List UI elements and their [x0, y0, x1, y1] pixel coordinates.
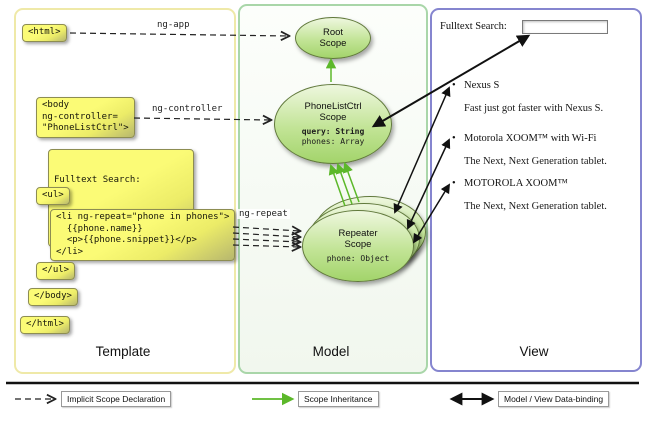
phonelistctrl-scope-label: PhoneListCtrl Scope	[304, 101, 362, 123]
legend-implicit-scope-declaration: Implicit Scope Declaration	[61, 391, 172, 407]
model-column-frame	[238, 4, 428, 374]
bullet-icon: •	[452, 80, 456, 91]
view-item-desc: The Next, Next Generation tablet.	[464, 156, 607, 167]
view-item-title: Nexus S	[464, 80, 500, 91]
legend-scope-inheritance: Scope Inheritance	[298, 391, 379, 407]
code-search-label: Fulltext Search:	[54, 175, 141, 185]
view-column-frame	[430, 8, 642, 372]
code-html-close: </html>	[20, 316, 70, 334]
scope-prop-phones: phones: Array	[301, 137, 365, 146]
code-li-repeat: <li ng-repeat="phone in phones"> {{phone…	[50, 209, 236, 261]
scope-prop-phone: phone: Object	[326, 254, 390, 263]
ng-repeat-annotation: ng-repeat	[237, 209, 290, 219]
template-label: Template	[95, 344, 151, 359]
legend-model-view-databinding: Model / View Data-binding	[498, 391, 610, 407]
root-scope-label: Root Scope	[319, 27, 347, 49]
view-item-desc: Fast just got faster with Nexus S.	[464, 103, 604, 114]
view-list-item: • Motorola XOOM™ with Wi-Fi	[452, 133, 596, 144]
root-scope-ellipse: Root Scope	[295, 17, 371, 59]
bullet-icon: •	[452, 178, 456, 189]
view-item-title: MOTOROLA XOOM™	[464, 178, 568, 189]
view-label: View	[519, 344, 549, 359]
scope-prop-query: query: String	[301, 127, 365, 136]
repeater-scope-label: Repeater Scope	[338, 228, 378, 250]
code-ul-close: </ul>	[36, 262, 76, 280]
code-html-open: <html>	[22, 24, 67, 42]
code-body-close: </body>	[28, 288, 78, 306]
ng-app-annotation: ng-app	[155, 20, 192, 30]
model-label: Model	[312, 344, 350, 359]
view-search-label: Fulltext Search:	[440, 21, 507, 32]
view-list-item: • Nexus S	[452, 80, 499, 91]
bullet-icon: •	[452, 133, 456, 144]
code-body-open: <body ng-controller= "PhoneListCtrl">	[36, 97, 135, 138]
repeater-scope-ellipse-front: Repeater Scope phone: Object	[302, 210, 414, 282]
fulltext-search-input[interactable]	[522, 20, 608, 34]
view-item-title: Motorola XOOM™ with Wi-Fi	[464, 133, 597, 144]
ng-controller-annotation: ng-controller	[150, 104, 225, 114]
view-item-desc: The Next, Next Generation tablet.	[464, 201, 607, 212]
view-list-item: • MOTOROLA XOOM™	[452, 178, 568, 189]
code-ul-open: <ul>	[36, 187, 70, 205]
phonelistctrl-scope-ellipse: PhoneListCtrl Scope query: String phones…	[274, 84, 392, 164]
